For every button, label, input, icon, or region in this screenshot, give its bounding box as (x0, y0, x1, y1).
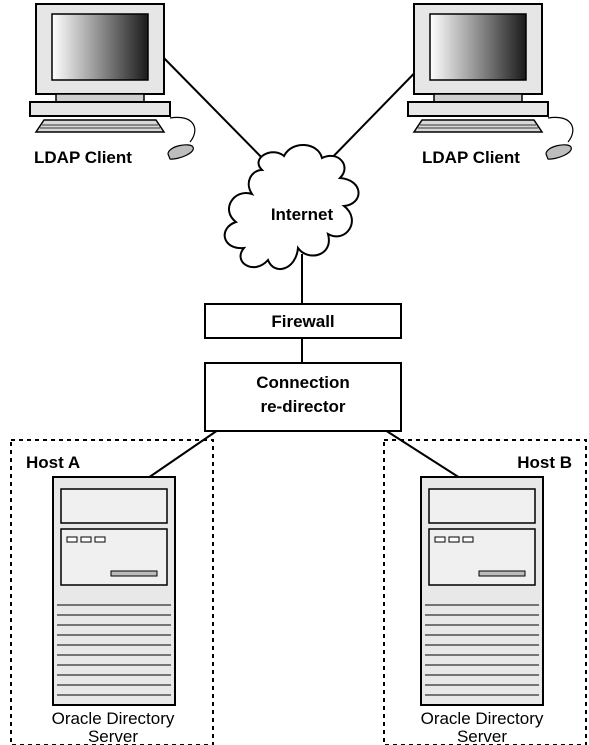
internet-label: Internet (271, 205, 334, 224)
server-icon (52, 476, 176, 706)
host-a-server-label-line1: Oracle Directory (52, 709, 175, 728)
redirector-label-line2: re-director (260, 397, 345, 416)
host-a: Host A Oracle Directory Serve (10, 439, 214, 745)
host-b-server-label-line2: Server (457, 727, 507, 745)
ldap-client-b-label: LDAP Client (422, 148, 520, 167)
host-a-label: Host A (26, 453, 80, 472)
link-redirector-host-a (147, 429, 219, 479)
ldap-client-b: LDAP Client (407, 3, 574, 167)
host-b: Host B Oracle Directory Serve (383, 439, 587, 745)
host-b-boundary (383, 439, 587, 745)
link-client-a-internet (157, 51, 273, 169)
host-b-label: Host B (517, 453, 572, 472)
mouse-icon (545, 144, 572, 160)
internet-cloud: Internet (223, 144, 360, 283)
server-icon (420, 476, 544, 706)
firewall-label: Firewall (271, 312, 334, 331)
computer-icon (407, 3, 574, 160)
redirector-label-line1: Connection (256, 373, 350, 392)
host-a-boundary (10, 439, 214, 745)
mouse-icon (167, 144, 194, 160)
host-a-server-label-line2: Server (88, 727, 138, 745)
ldap-client-a-label: LDAP Client (34, 148, 132, 167)
host-b-server-label-line1: Oracle Directory (421, 709, 544, 728)
computer-icon (29, 3, 196, 160)
link-redirector-host-b (384, 429, 461, 479)
cloud-icon (223, 144, 360, 271)
firewall-box: Firewall (204, 303, 402, 339)
ldap-client-a: LDAP Client (29, 3, 196, 167)
connection-redirector-box: Connection re-director (204, 362, 402, 432)
